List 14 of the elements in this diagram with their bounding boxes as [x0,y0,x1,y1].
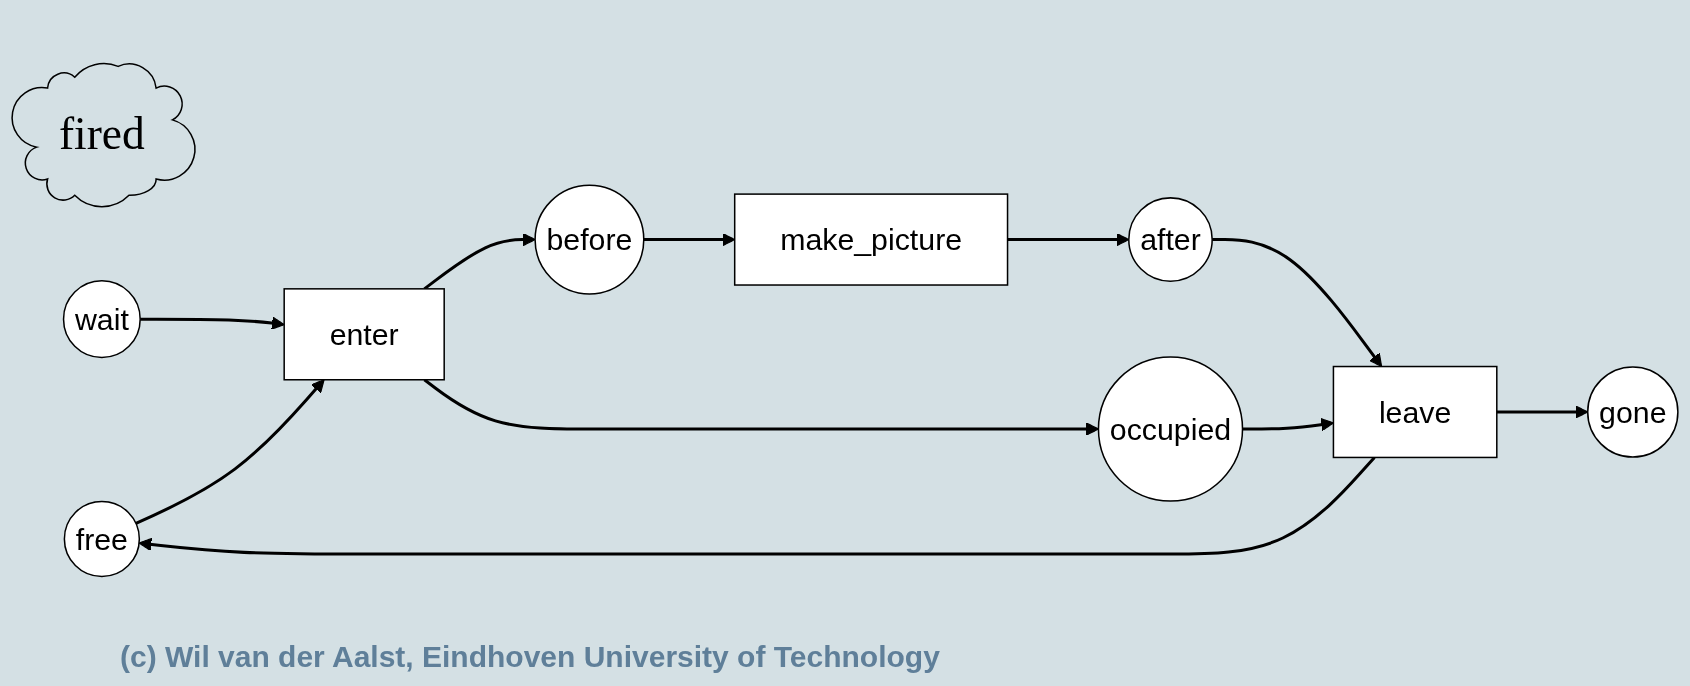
node-circle: free [63,500,141,578]
arrow [135,379,325,525]
node-circle: gone [1586,366,1679,458]
node-circle: occupied [1097,356,1244,502]
arrow [140,316,285,330]
node-circle: before [534,184,645,295]
arrow [1212,238,1383,368]
node-box: leave [1332,365,1498,459]
copyright-note: (c) Wil van der Aalst, Eindhoven University of Technology [120,640,940,674]
node-box: make_picture [733,193,1009,286]
node-box: enter [283,288,445,381]
node-circle: after [1128,197,1213,282]
arrow [138,456,1376,556]
node-circle: wait [62,280,141,359]
